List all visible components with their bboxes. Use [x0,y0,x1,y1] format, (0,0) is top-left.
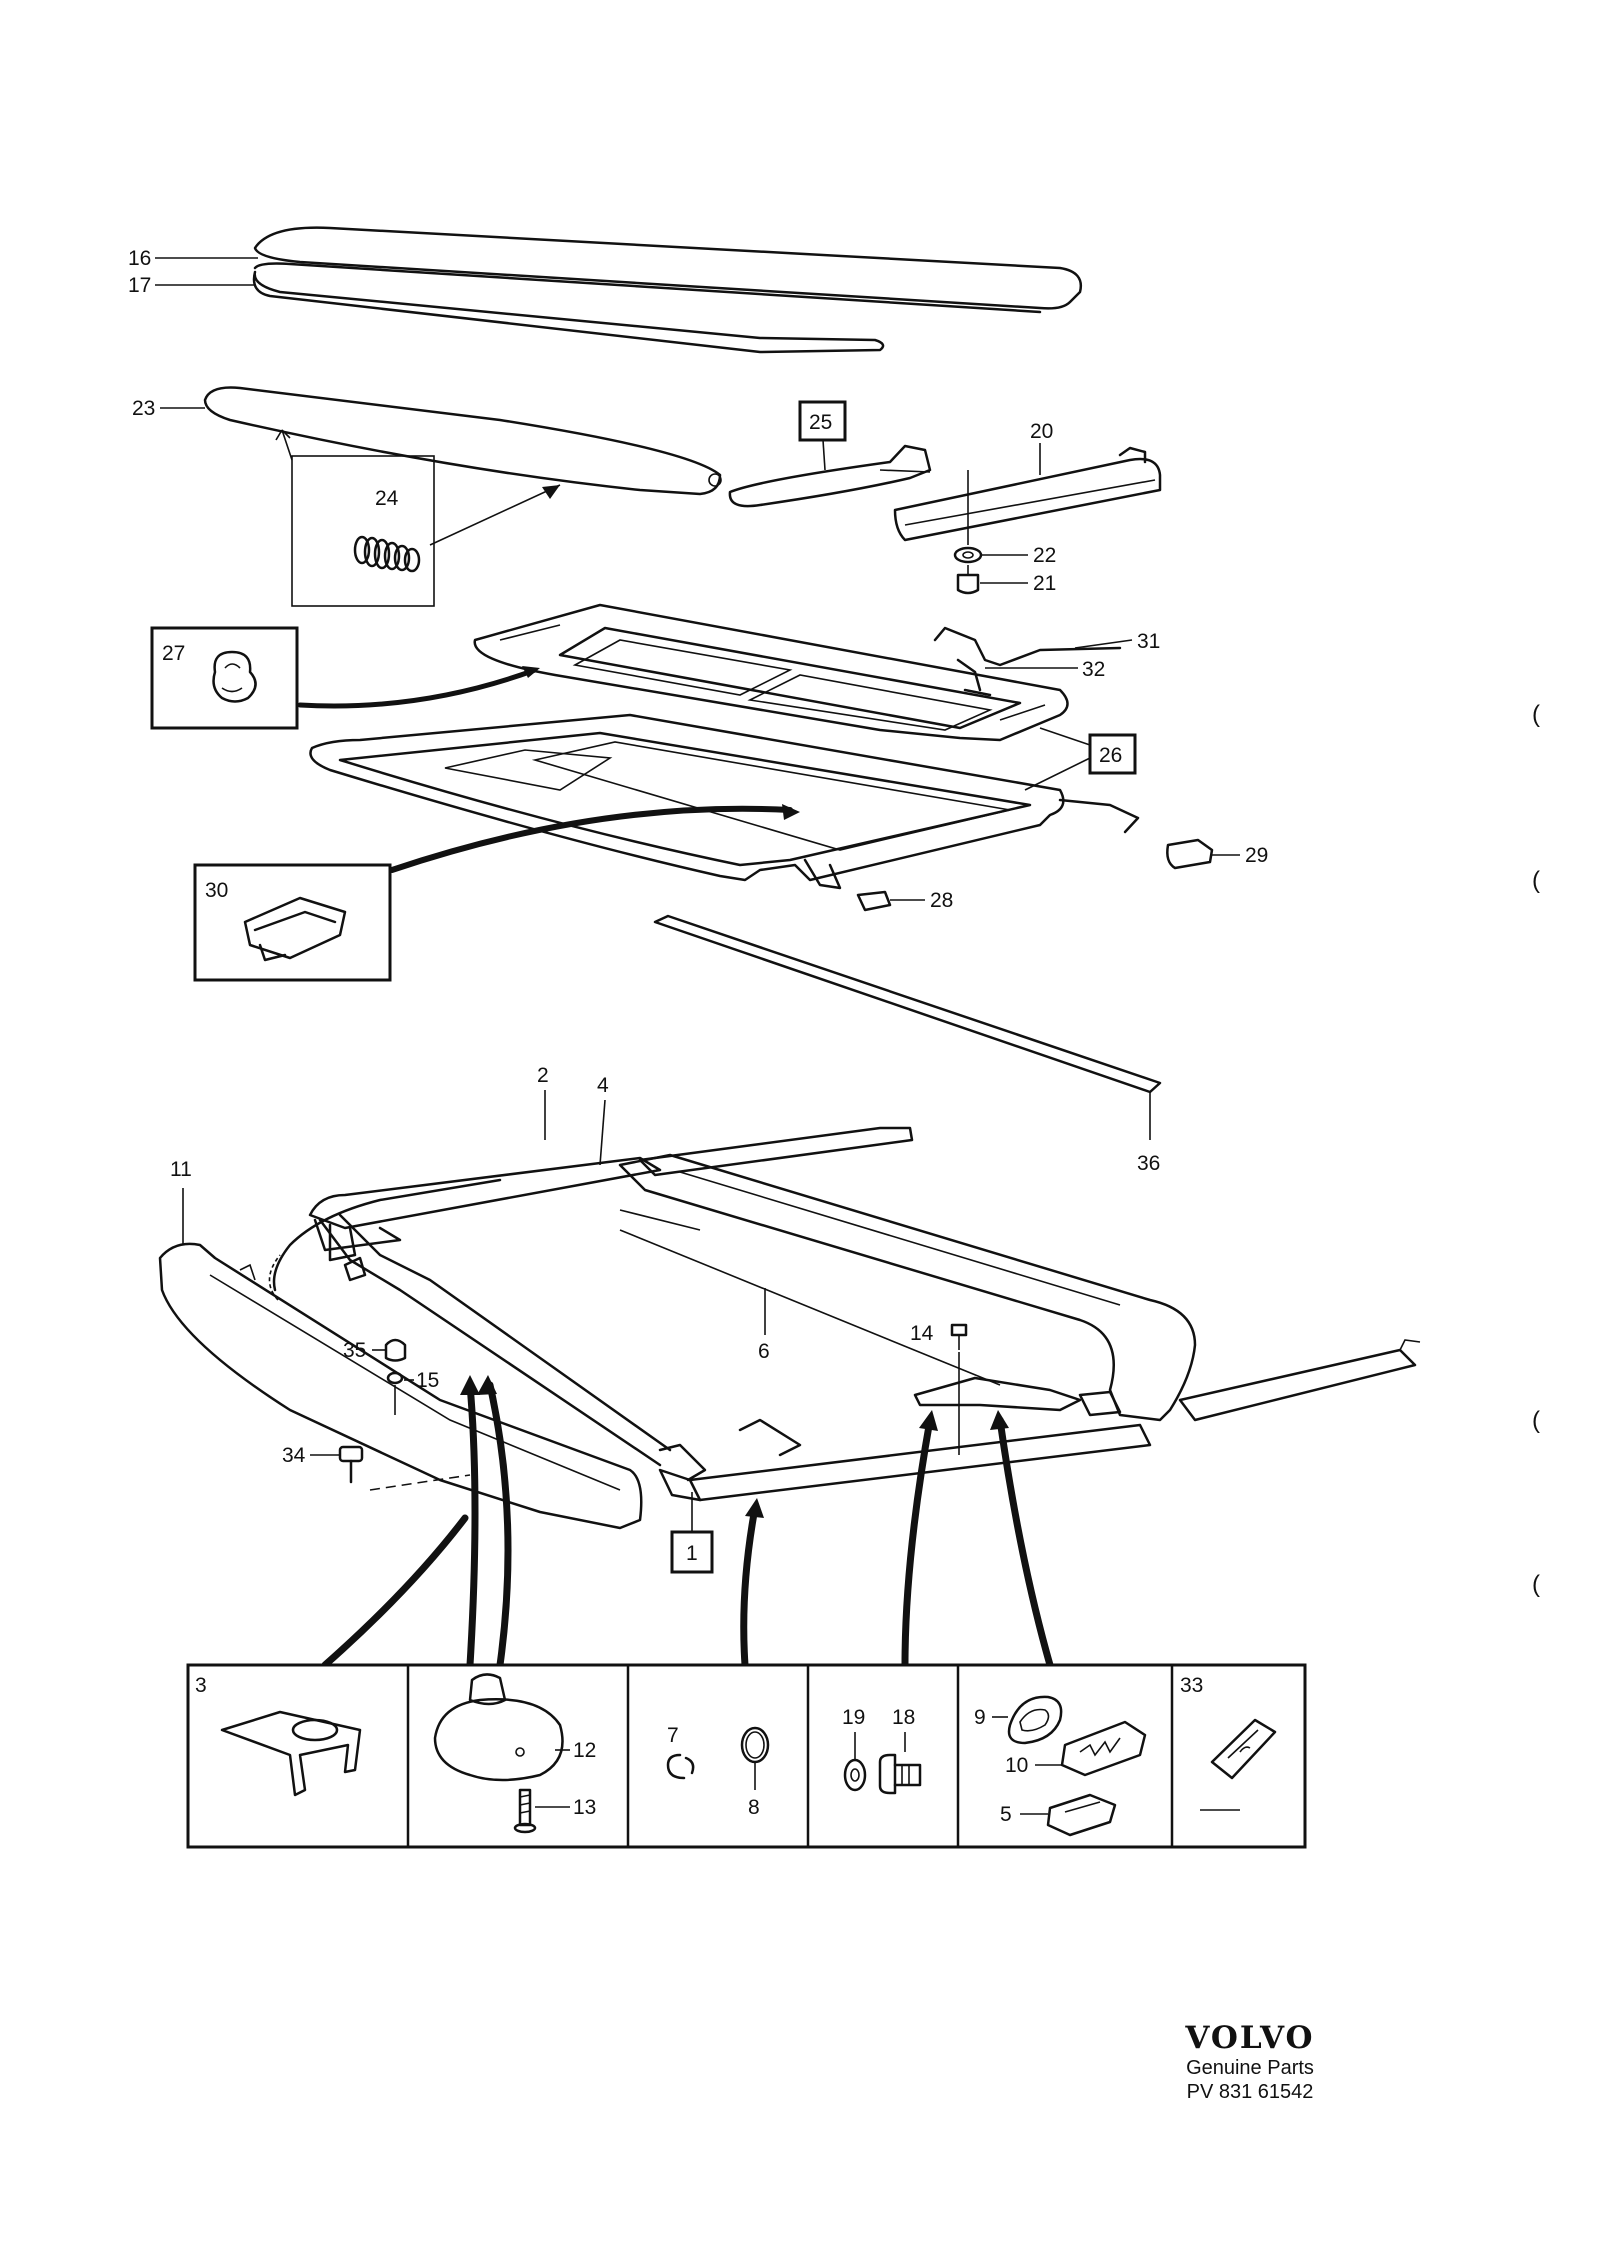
guide-pad [856,890,892,912]
callout-23: 23 [132,397,155,420]
callout-26-box [1088,733,1137,775]
part-reference: PV 831 61542 [1186,2081,1314,2103]
panel-seal [252,270,885,354]
callout-10: 10 [1005,1754,1028,1777]
callout-34: 34 [282,1444,306,1467]
small-screw [950,1323,968,1350]
side-trim [158,1242,643,1530]
callout-2: 2 [537,1064,549,1087]
bracket-icon [243,896,347,962]
callout-30: 30 [205,879,228,902]
margin-mark: ( [1532,1407,1540,1434]
callout-8: 8 [748,1796,760,1819]
callout-1: 1 [686,1542,698,1565]
callout-14: 14 [910,1322,934,1345]
knob-base-icon [433,1673,564,1782]
washer-icon [843,1758,867,1792]
callout-9: 9 [974,1706,986,1729]
callout-36: 36 [1137,1152,1160,1175]
bracket-detail-box [193,863,392,982]
callout-4: 4 [597,1074,609,1097]
callout-11: 11 [170,1158,192,1181]
callout-27: 27 [162,642,185,665]
callout-22: 22 [1033,544,1056,567]
plate-bracket-icon [220,1710,362,1797]
callout-24: 24 [375,487,399,510]
margin-mark: ( [1532,701,1540,728]
guide-rail-part [728,444,932,508]
screw-icon [513,1788,537,1834]
wind-deflector [203,386,722,496]
bolt [338,1445,364,1484]
clip-block-icon [1046,1793,1117,1837]
cap-nut [384,1338,407,1362]
callout-5: 5 [1000,1803,1012,1826]
inner-frame [473,603,1069,742]
callout-21: 21 [1033,572,1056,595]
circlip-icon [666,1753,695,1780]
margin-mark: ( [1532,1571,1540,1598]
callout-25-box [798,400,847,442]
outer-frame [309,713,1140,890]
clip-detail-box [150,626,299,730]
callout-15: 15 [416,1369,439,1392]
callout-7: 7 [667,1724,679,1747]
genuine-parts-label: Genuine Parts [1186,2057,1314,2079]
spring-coil-icon [353,535,421,573]
grommet-icon [1007,1695,1063,1745]
glass-panel [253,226,1083,314]
callout-3: 3 [195,1674,207,1697]
washer [953,546,983,564]
callout-18: 18 [892,1706,915,1729]
seal-strip [653,914,1162,1094]
main-frame-assembly [268,1126,1421,1502]
spring-detail-box [291,455,435,607]
callout-13: 13 [573,1796,596,1819]
callout-20: 20 [1030,420,1053,443]
slider-pad [1166,838,1214,870]
callout-31: 31 [1137,630,1160,653]
screw-nut [956,565,980,595]
callout-12: 12 [573,1739,596,1762]
margin-mark: ( [1532,867,1540,894]
callout-35: 35 [343,1339,366,1362]
callout-17: 17 [128,274,151,297]
callout-29: 29 [1245,844,1268,867]
volvo-logo: VOLVO [1185,2020,1315,2056]
small-washer [386,1371,404,1385]
callout-6: 6 [758,1340,770,1363]
callout-16: 16 [128,247,151,270]
callout-26: 26 [1099,744,1122,767]
callout-28: 28 [930,889,953,912]
clip-icon [212,650,257,703]
plate-icon [1210,1718,1277,1780]
callout-19: 19 [842,1706,865,1729]
cable-assembly [933,626,1122,697]
callout-33: 33 [1180,1674,1203,1697]
callout-25: 25 [809,411,832,434]
screw-head-icon [878,1753,922,1795]
slide-rail [893,446,1162,542]
volvo-brand-block: VOLVO Genuine Parts PV 831 61542 [1155,2020,1345,2104]
callout-32: 32 [1082,658,1105,681]
